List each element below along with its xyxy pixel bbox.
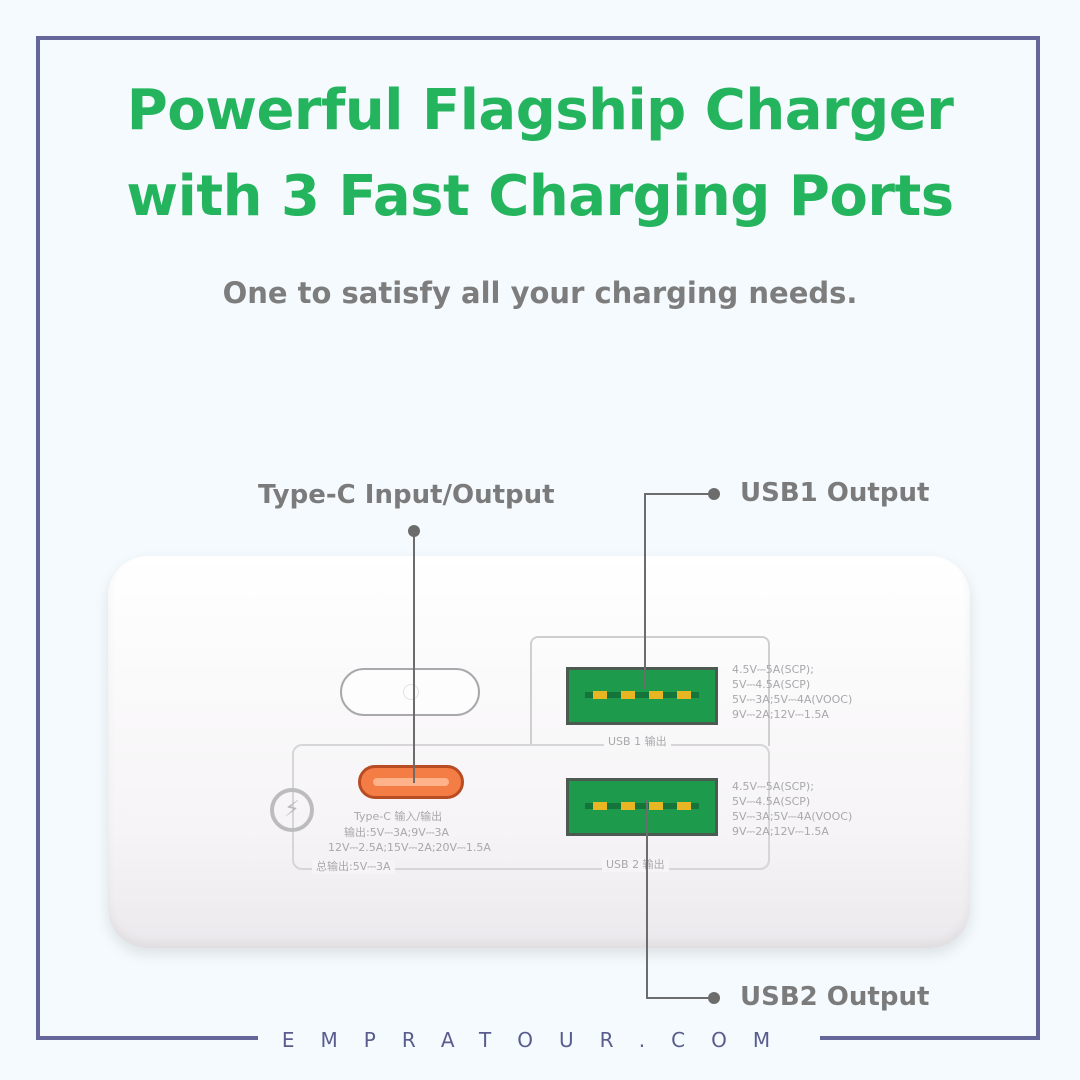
typec-leader-line	[413, 531, 415, 783]
usb2-callout-label: USB2 Output	[740, 982, 930, 1012]
usb1-leader-line	[644, 493, 714, 495]
typec-spec-2: 12V⎓2.5A;15V⎓2A;20V⎓1.5A	[328, 841, 491, 854]
typec-port	[358, 765, 464, 799]
usb2-spec-line: 9V⎓2A;12V⎓1.5A	[732, 825, 829, 838]
headline: Powerful Flagship Charger with 3 Fast Ch…	[0, 68, 1080, 240]
usb2-pin	[677, 802, 691, 810]
usb2-spec-line: 5V⎓3A;5V⎓4A(VOOC)	[732, 810, 853, 823]
usb1-spec-line: 4.5V⎓5A(SCP);	[732, 663, 814, 676]
watermark: EMPRATOUR.COM	[281, 1028, 797, 1052]
usb2-pin	[593, 802, 607, 810]
typec-device-label: Type-C 输入/输出	[354, 810, 443, 823]
usb1-pins	[585, 691, 699, 699]
usb1-leader-dot	[708, 488, 720, 500]
usb1-spec-line: 5V⎓4.5A(SCP)	[732, 678, 811, 691]
usb1-leader-line	[644, 493, 646, 689]
total-output-label: 总输出:5V⎓3A	[312, 860, 395, 874]
port-panel-outline	[530, 636, 770, 746]
headline-line-1: Powerful Flagship Charger	[126, 78, 954, 143]
subheadline: One to satisfy all your charging needs.	[222, 276, 858, 310]
usb2-leader-line	[646, 997, 714, 999]
usb2-leader-dot	[708, 992, 720, 1004]
usb1-callout-label: USB1 Output	[740, 478, 930, 508]
usb2-port	[566, 778, 718, 836]
power-indicator	[403, 684, 419, 700]
usb1-pin	[649, 691, 663, 699]
usb2-pin	[621, 802, 635, 810]
usb2-pins	[585, 802, 699, 810]
usb1-spec-line: 9V⎓2A;12V⎓1.5A	[732, 708, 829, 721]
typec-spec-1: 输出:5V⎓3A;9V⎓3A	[344, 826, 450, 839]
usb1-pin	[677, 691, 691, 699]
usb1-port	[566, 667, 718, 725]
usb2-spec-line: 4.5V⎓5A(SCP);	[732, 780, 814, 793]
usb1-pin	[593, 691, 607, 699]
typec-callout-label: Type-C Input/Output	[258, 480, 555, 510]
usb1-device-label: USB 1 输出	[604, 735, 671, 749]
headline-line-2: with 3 Fast Charging Ports	[126, 164, 954, 229]
usb1-pin	[621, 691, 635, 699]
usb1-spec-line: 5V⎓3A;5V⎓4A(VOOC)	[732, 693, 853, 706]
usb2-device-label: USB 2 输出	[602, 858, 669, 872]
brand-gap	[258, 1024, 820, 1056]
usb2-spec-line: 5V⎓4.5A(SCP)	[732, 795, 811, 808]
fast-charge-icon: ⚡	[270, 788, 314, 832]
usb2-leader-line	[646, 800, 648, 999]
usb2-pin	[649, 802, 663, 810]
power-bank-body	[108, 556, 970, 948]
